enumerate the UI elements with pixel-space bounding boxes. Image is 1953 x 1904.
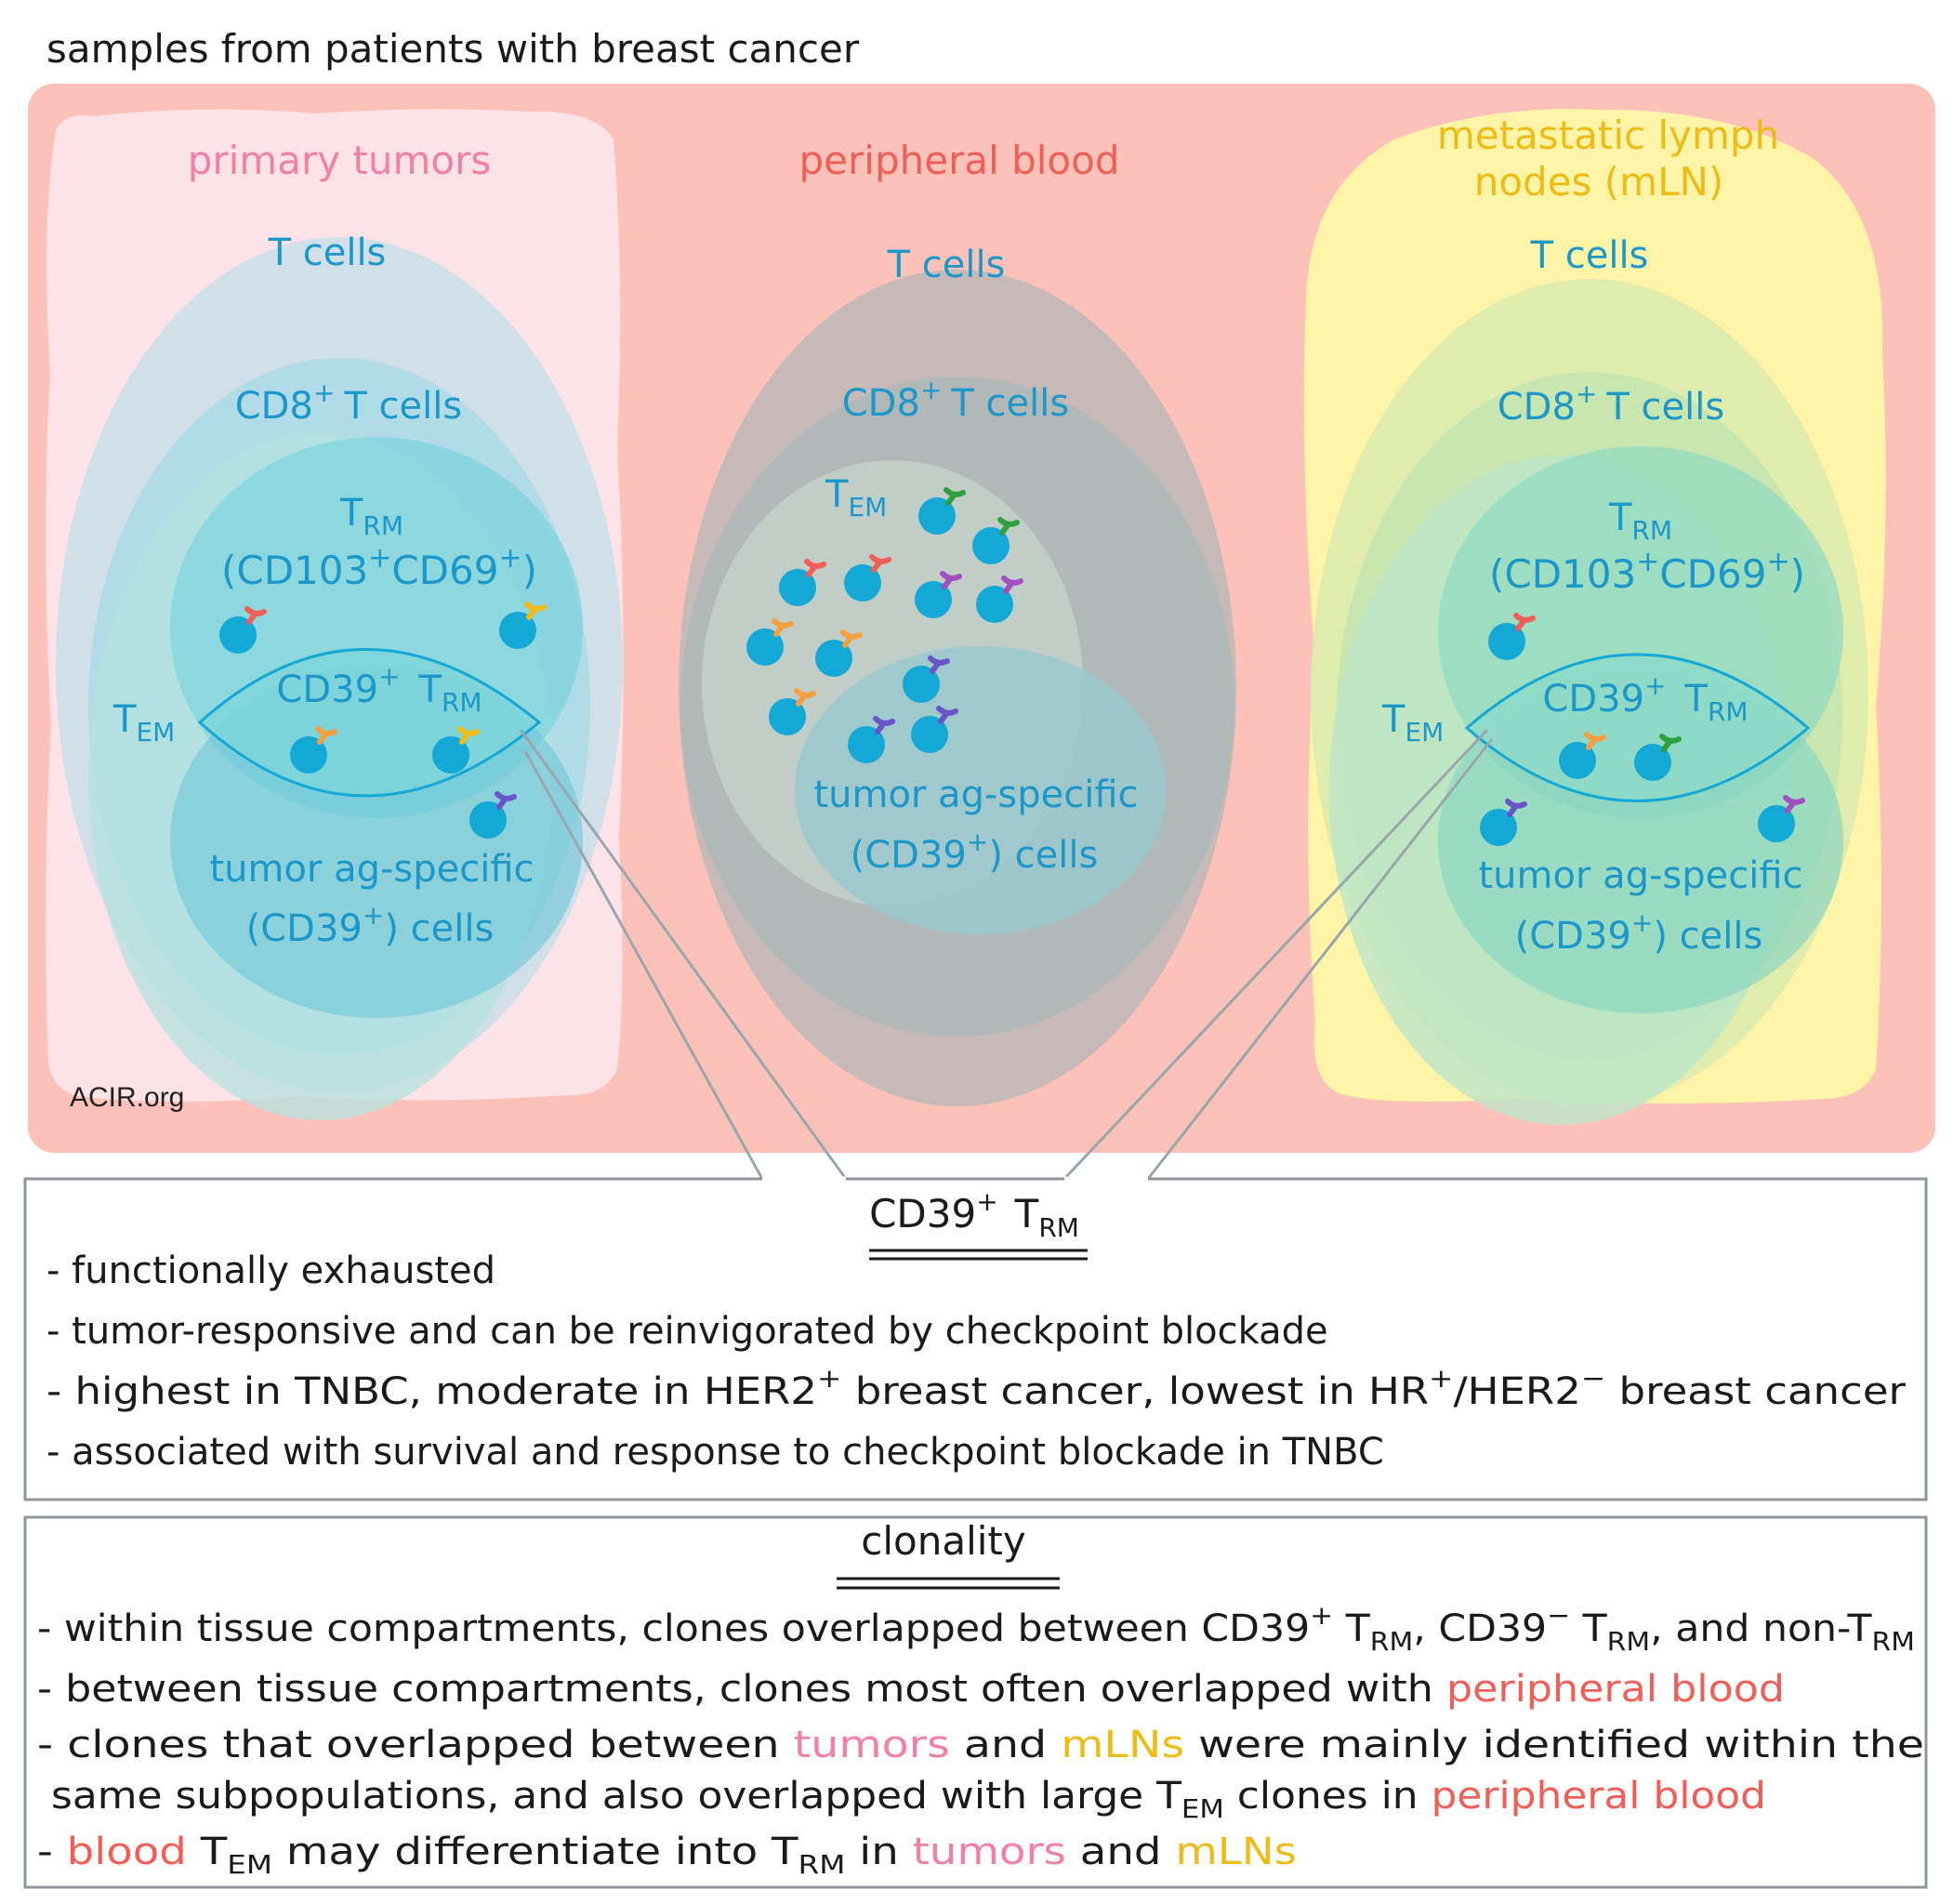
tumor-trm-label: TRM xyxy=(339,492,403,541)
blood-ag-label-2: (CD39+) cells xyxy=(851,826,1099,877)
tumor-trm-markers: (CD103+CD69+) xyxy=(221,542,537,593)
lymph-callout-line-2 xyxy=(1146,738,1494,1180)
lymph-tcells-label: T cells xyxy=(1530,234,1649,277)
lymph-callout-line xyxy=(1062,728,1489,1181)
tumor-cd8-label: CD8+T cells xyxy=(235,377,462,428)
header-title: samples from patients with breast cancer xyxy=(46,26,860,72)
lymph-title-1: metastatic lymph xyxy=(1437,112,1779,158)
watermark: ACIR.org xyxy=(70,1082,184,1113)
box2-bullet-3: - clones that overlapped between tumors … xyxy=(37,1724,1924,1766)
tumor-ag-label: tumor ag-specific xyxy=(209,848,534,891)
blood-tem-label: TEM xyxy=(825,473,887,522)
box2-bullet-1: - within tissue compartments, clones ove… xyxy=(37,1600,1915,1657)
box1-bullet-4: - associated with survival and response … xyxy=(46,1431,1384,1474)
box2-bullet-4: same subpopulations, and also overlapped… xyxy=(51,1775,1766,1824)
box1-bullet-3: - highest in TNBC, moderate in HER2+ bre… xyxy=(46,1363,1907,1413)
lymph-ag-label-2: (CD39+) cells xyxy=(1515,907,1763,958)
tumor-tem-label: TEM xyxy=(112,698,175,747)
blood-title: peripheral blood xyxy=(799,138,1120,183)
tumor-callout-line xyxy=(523,750,764,1180)
box1-bullet-1: - functionally exhausted xyxy=(46,1250,495,1292)
blood-ag-label: tumor ag-specific xyxy=(813,774,1138,816)
blood-cd8-label: CD8+T cells xyxy=(842,375,1069,425)
lymph-cd8-label: CD8+T cells xyxy=(1498,378,1724,429)
lymph-trm-markers: (CD103+CD69+) xyxy=(1489,546,1805,597)
box2-title: clonality xyxy=(861,1518,1025,1564)
blood-tcells-label: T cells xyxy=(887,244,1006,286)
tumor-cd39trm-label: CD39+TRM xyxy=(276,661,482,718)
blood-ag-ellipse xyxy=(795,646,1167,934)
tumor-ag-label-2: (CD39+) cells xyxy=(246,900,495,950)
lymph-cd39trm-label: CD39+TRM xyxy=(1542,670,1748,727)
lymph-trm-label: TRM xyxy=(1608,496,1672,546)
box2-bullet-2: - between tissue compartments, clones mo… xyxy=(37,1668,1785,1711)
cd39-summary-box xyxy=(23,1177,1928,1501)
box1-bullet-2: - tumor-responsive and can be reinvigora… xyxy=(46,1310,1328,1353)
lymph-title-2: nodes (mLN) xyxy=(1474,159,1724,205)
lymph-ag-label: tumor ag-specific xyxy=(1478,854,1802,897)
tumor-title: primary tumors xyxy=(188,138,492,183)
box1-title: CD39+TRM xyxy=(869,1186,1079,1243)
tumor-tcells-label: T cells xyxy=(268,231,387,274)
lymph-tem-label: TEM xyxy=(1381,698,1444,747)
lymph-cd39trm-lens xyxy=(1464,653,1811,802)
tumor-callout-line-2 xyxy=(519,729,848,1180)
